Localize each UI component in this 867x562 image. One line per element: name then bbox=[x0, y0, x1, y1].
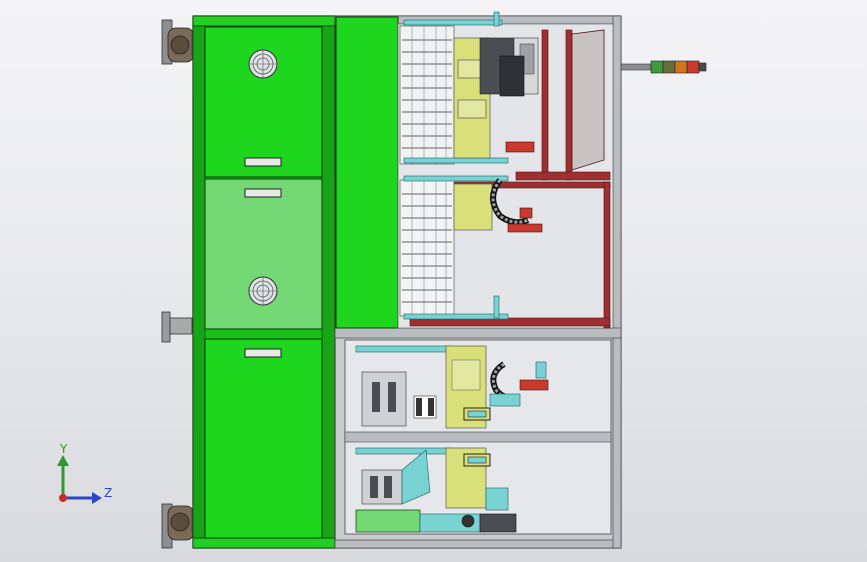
drawer-handle-icon[interactable] bbox=[244, 348, 282, 358]
tray-stack-lower bbox=[399, 179, 455, 317]
fan-grille-icon bbox=[248, 49, 278, 79]
control-devices bbox=[479, 37, 539, 97]
cabinet-door-middle[interactable] bbox=[204, 178, 323, 330]
lower-bay-lower bbox=[355, 447, 517, 533]
signal-tower-icon bbox=[620, 60, 707, 74]
triad-y-label: Y bbox=[59, 442, 68, 456]
caster-bottom-left bbox=[161, 503, 199, 549]
lower-bay-upper bbox=[355, 345, 549, 429]
red-actuators bbox=[505, 141, 543, 233]
cyan-guide-rails bbox=[403, 11, 509, 320]
cabinet-door-upper[interactable] bbox=[204, 26, 323, 178]
drawer-handle-icon[interactable] bbox=[244, 188, 282, 198]
cable-chain-icon bbox=[490, 178, 530, 226]
foot-middle-left bbox=[161, 311, 193, 343]
electrical-cabinet bbox=[192, 15, 336, 549]
coordinate-triad: Y Z bbox=[57, 442, 112, 504]
fan-grille-icon bbox=[248, 276, 278, 306]
tray-stack-upper bbox=[399, 25, 455, 165]
side-guard-panel bbox=[335, 16, 399, 329]
drawer-handle-icon[interactable] bbox=[244, 157, 282, 167]
cabinet-door-lower[interactable] bbox=[204, 338, 323, 539]
red-support-frame bbox=[409, 29, 611, 329]
lower-compartment bbox=[344, 339, 612, 535]
upper-work-area bbox=[397, 11, 614, 329]
triad-z-label: Z bbox=[104, 486, 112, 500]
